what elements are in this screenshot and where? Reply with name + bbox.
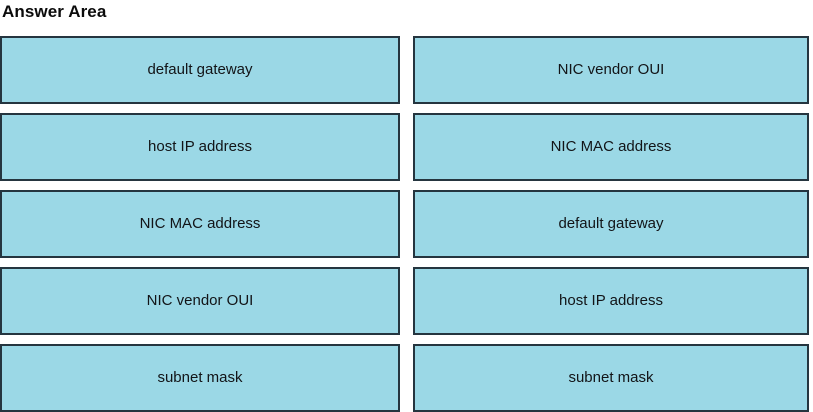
left-column: default gateway host IP address NIC MAC … bbox=[0, 36, 400, 412]
answer-box-right-5[interactable]: subnet mask bbox=[413, 344, 809, 412]
answer-box-left-3[interactable]: NIC MAC address bbox=[0, 190, 400, 258]
answer-box-left-5[interactable]: subnet mask bbox=[0, 344, 400, 412]
page-title: Answer Area bbox=[2, 2, 107, 21]
answer-box-right-1[interactable]: NIC vendor OUI bbox=[413, 36, 809, 104]
answer-box-right-2[interactable]: NIC MAC address bbox=[413, 113, 809, 181]
right-column: NIC vendor OUI NIC MAC address default g… bbox=[413, 36, 809, 412]
answer-box-right-3[interactable]: default gateway bbox=[413, 190, 809, 258]
answer-box-left-2[interactable]: host IP address bbox=[0, 113, 400, 181]
answer-columns: default gateway host IP address NIC MAC … bbox=[0, 36, 813, 412]
answer-box-left-4[interactable]: NIC vendor OUI bbox=[0, 267, 400, 335]
answer-box-right-4[interactable]: host IP address bbox=[413, 267, 809, 335]
answer-box-left-1[interactable]: default gateway bbox=[0, 36, 400, 104]
